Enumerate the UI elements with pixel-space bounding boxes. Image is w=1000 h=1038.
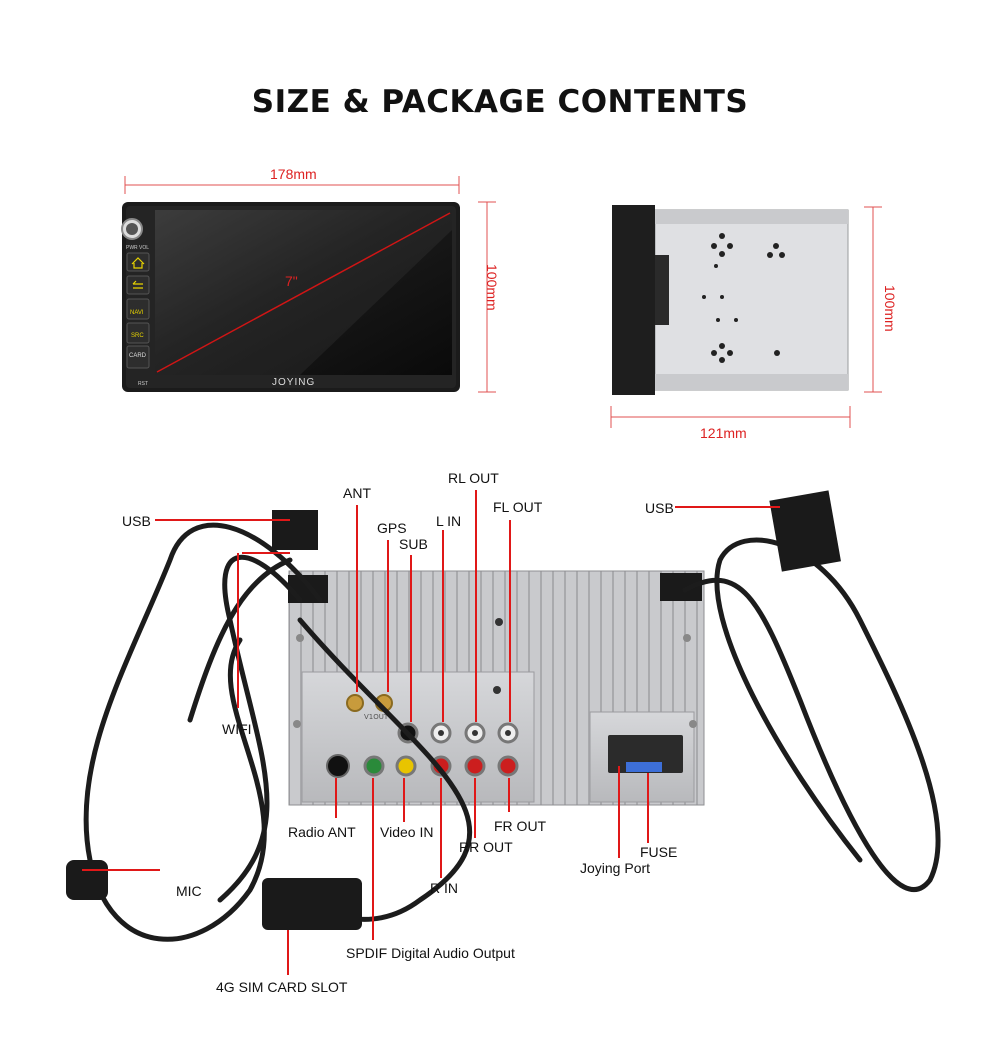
side-bezel (612, 205, 655, 395)
v1out-print: V1OUT (364, 713, 389, 721)
back-panel: V1OUT (288, 570, 705, 806)
ant-label: ANT (343, 485, 371, 501)
usb-left-connector (272, 510, 318, 550)
mic-connector (66, 860, 108, 900)
front-height-label: 100mm (484, 264, 500, 311)
usb-left-label: USB (122, 513, 151, 529)
rst-label: RST (138, 381, 148, 387)
side-depth-label: 121mm (700, 425, 747, 441)
rr-out-rca (464, 755, 486, 777)
fuse-icon (626, 762, 662, 772)
fr-out-label: FR OUT (494, 818, 547, 834)
brand-logo: JOYING (272, 377, 316, 388)
vol-label: VOL (139, 245, 150, 251)
usb-right-connector (769, 490, 841, 572)
spdif-label: SPDIF Digital Audio Output (346, 945, 515, 961)
wifi-label: WIFI (222, 721, 252, 737)
connector-plate (301, 671, 535, 803)
fuse-label: FUSE (640, 844, 678, 860)
side-height-label: 100mm (882, 285, 898, 332)
screen-diagonal-label: 7" (285, 273, 298, 289)
joying-port-label: Joying Port (580, 860, 651, 876)
spdif-rca (363, 755, 385, 777)
r-in-label: R IN (430, 880, 458, 896)
video-in-rca (395, 755, 417, 777)
sim-card-module (262, 878, 362, 930)
sim-slot-label: 4G SIM CARD SLOT (216, 979, 348, 995)
callout-lines (82, 490, 780, 975)
rl-out-label: RL OUT (448, 470, 499, 486)
home-icon (131, 257, 145, 269)
page-title: SIZE & PACKAGE CONTENTS (251, 84, 749, 120)
fr-out-rca (497, 755, 519, 777)
video-in-label: Video IN (380, 824, 434, 840)
radio-antenna-jack (326, 754, 350, 778)
radio-ant-label: Radio ANT (288, 824, 356, 840)
front-width-label: 178mm (270, 166, 317, 182)
rr-out-label: RR OUT (459, 839, 513, 855)
side-chassis (654, 209, 849, 391)
back-icon (132, 280, 143, 289)
gps-label: GPS (377, 520, 407, 536)
l-in-label: L IN (436, 513, 462, 529)
mic-label: MIC (176, 883, 202, 899)
navi-button-label: NAVI (130, 310, 144, 316)
card-slot-label: CARD (129, 353, 147, 359)
fl-out-label: FL OUT (493, 499, 543, 515)
gps-connector (346, 694, 364, 712)
sub-label: SUB (399, 536, 428, 552)
usb-right-label: USB (645, 500, 674, 516)
src-button-label: SRC (131, 333, 144, 339)
diagonal-line (156, 212, 451, 373)
front-unit (121, 176, 496, 393)
side-unit (610, 205, 882, 428)
pwr-label: PWR (126, 245, 138, 251)
